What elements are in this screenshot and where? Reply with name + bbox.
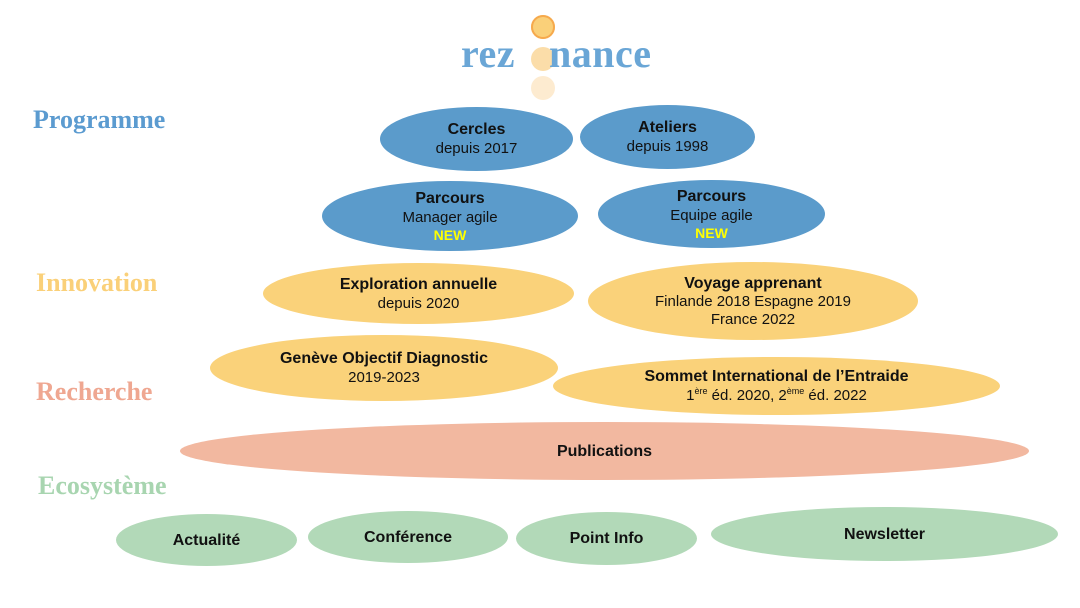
node-parcours-manager: Parcours Manager agile NEW bbox=[321, 180, 579, 252]
logo: rez nance bbox=[461, 30, 652, 77]
node-subtitle: depuis 2017 bbox=[435, 140, 518, 157]
section-programme: Programme bbox=[33, 105, 166, 134]
node-title: Sommet International de l’Entraide bbox=[644, 368, 909, 385]
new-badge: NEW bbox=[695, 224, 728, 241]
node-subtitle: depuis 1998 bbox=[626, 138, 709, 155]
logo-dot-middle bbox=[531, 47, 555, 71]
node-title: Voyage apprenant bbox=[684, 274, 822, 292]
node-ateliers: Ateliers depuis 1998 bbox=[579, 104, 756, 170]
node-title: Genève Objectif Diagnostic bbox=[279, 350, 489, 367]
node-voyage: Voyage apprenant Finlande 2018 Espagne 2… bbox=[587, 261, 919, 341]
node-title: Point Info bbox=[569, 530, 644, 547]
node-exploration: Exploration annuelle depuis 2020 bbox=[262, 262, 575, 325]
node-title: Exploration annuelle bbox=[339, 275, 498, 293]
node-line-2: France 2022 bbox=[710, 310, 796, 328]
logo-text-left: rez bbox=[461, 31, 516, 76]
node-title: Cercles bbox=[447, 121, 506, 138]
section-innovation: Innovation bbox=[36, 268, 158, 297]
node-title: Actualité bbox=[172, 531, 241, 549]
node-title: Ateliers bbox=[638, 119, 697, 136]
node-subtitle: Equipe agile bbox=[670, 206, 753, 224]
node-point-info: Point Info bbox=[515, 511, 698, 566]
node-sommet: Sommet International de l’Entraide 1ère … bbox=[552, 356, 1001, 416]
new-badge: NEW bbox=[433, 226, 467, 243]
node-subtitle: depuis 2020 bbox=[377, 294, 460, 312]
node-actualite: Actualité bbox=[115, 513, 298, 567]
section-recherche: Recherche bbox=[36, 377, 153, 406]
node-title: Parcours bbox=[676, 187, 747, 205]
node-title: Conférence bbox=[363, 528, 453, 546]
section-ecosysteme: Ecosystème bbox=[38, 471, 167, 500]
node-publications: Publications bbox=[180, 422, 1029, 480]
node-conference: Conférence bbox=[307, 510, 509, 564]
node-parcours-equipe: Parcours Equipe agile NEW bbox=[597, 179, 826, 249]
node-title: Publications bbox=[556, 442, 653, 460]
node-editions: 1ère éd. 2020, 2ème éd. 2022 bbox=[686, 386, 867, 405]
node-geneve: Genève Objectif Diagnostic 2019-2023 bbox=[209, 334, 559, 402]
node-title: Newsletter bbox=[844, 525, 925, 543]
node-title: Parcours bbox=[415, 189, 485, 207]
node-cercles: Cercles depuis 2017 bbox=[379, 106, 574, 172]
node-subtitle: Manager agile bbox=[402, 208, 498, 226]
logo-text-right: nance bbox=[549, 31, 652, 76]
logo-dot-bottom bbox=[531, 76, 555, 100]
node-line-1: Finlande 2018 Espagne 2019 bbox=[655, 292, 851, 310]
logo-dot-top bbox=[531, 15, 555, 39]
node-newsletter: Newsletter bbox=[710, 506, 1059, 562]
node-subtitle: 2019-2023 bbox=[348, 369, 420, 386]
